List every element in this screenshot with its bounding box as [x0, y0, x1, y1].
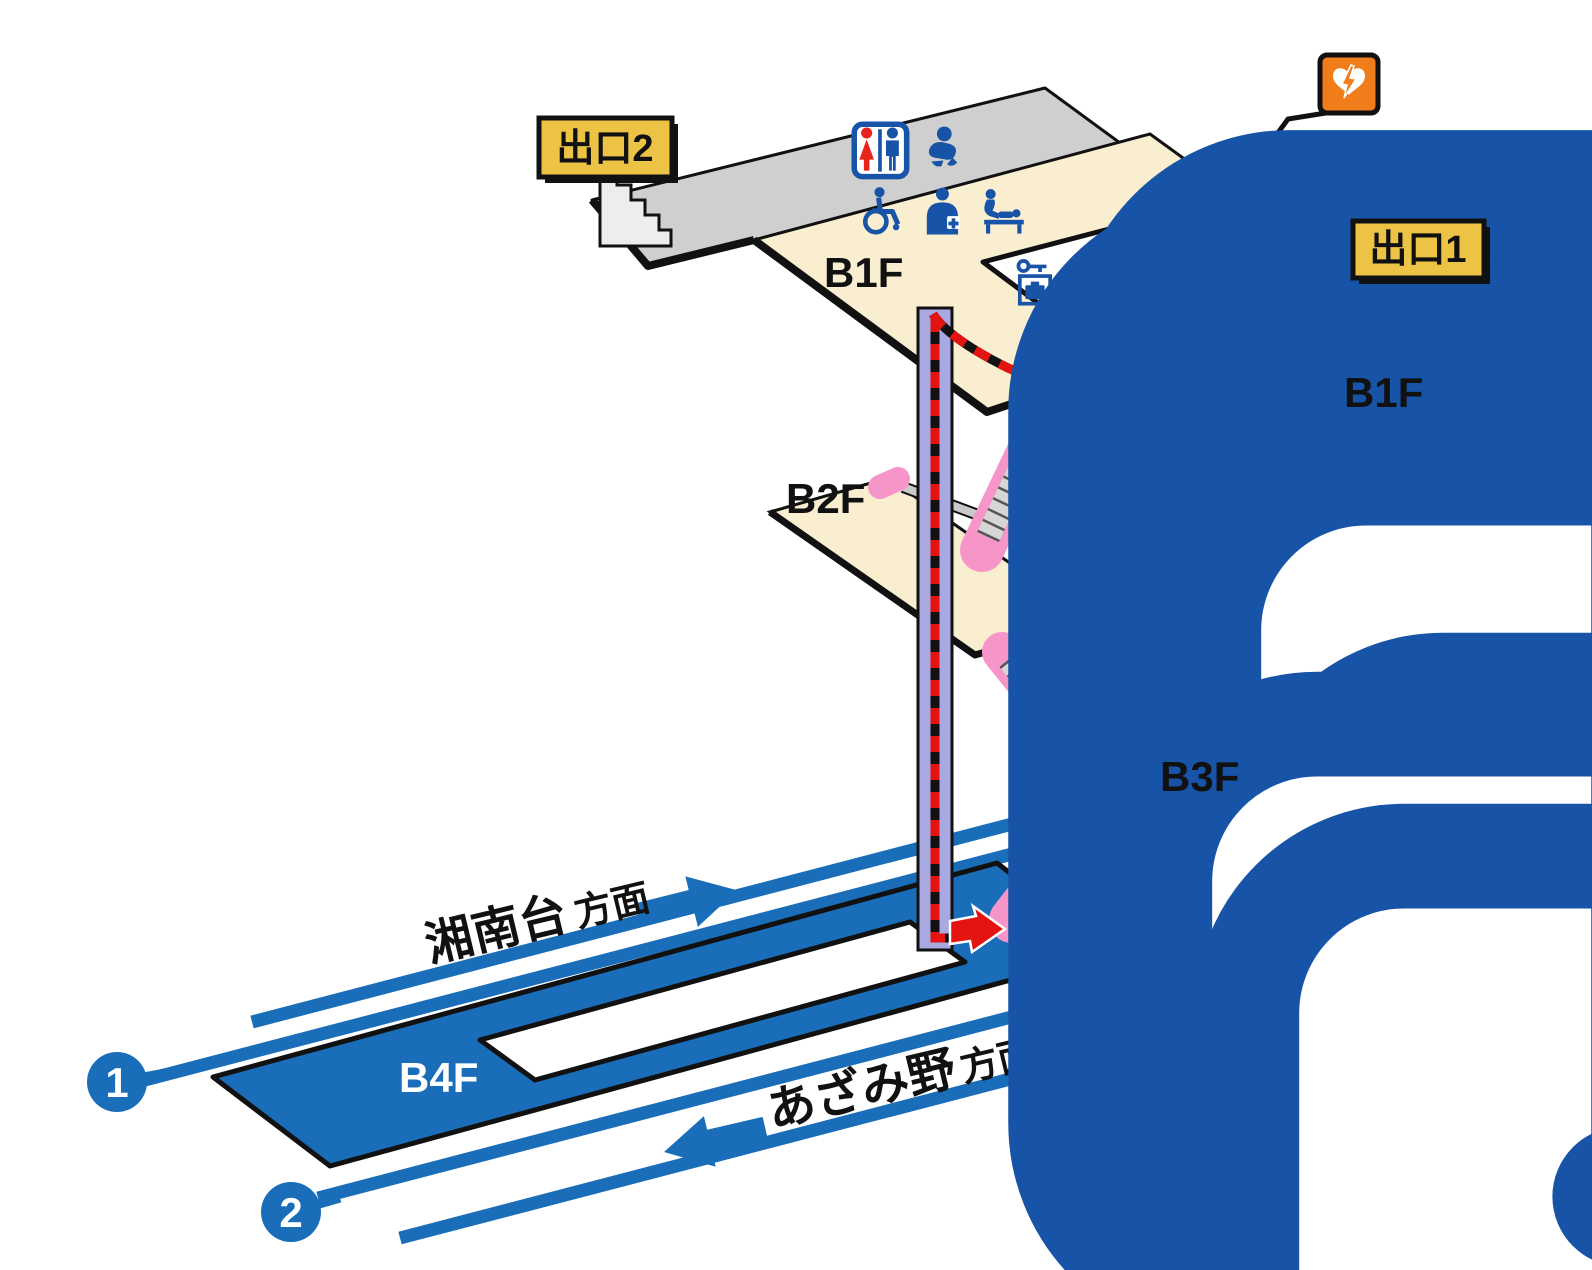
azamino-arrow-icon — [664, 1116, 769, 1167]
station-staff-icon — [1059, 332, 1592, 1270]
route-elevator-down — [930, 316, 1008, 955]
aed-icon — [1317, 52, 1381, 116]
b4f-platform — [210, 860, 1116, 1169]
stairs-exit2 — [598, 168, 673, 248]
route-arrow-platform — [948, 902, 1008, 955]
escalator-b4f-icon — [1247, 856, 1592, 1270]
platform-number-1-label: 1 — [105, 1059, 128, 1106]
shonandai-arrow-icon — [635, 876, 738, 927]
wheelchair-icon — [862, 187, 1592, 1270]
diaper-changing-icon — [984, 188, 1592, 1270]
handrail-end — [868, 467, 910, 499]
b4f-label: B4F — [399, 1054, 478, 1101]
b1f-label-right: B1F — [1344, 369, 1423, 416]
platform-opening — [477, 919, 968, 1083]
b2f-label: B2F — [786, 475, 865, 522]
exit1-sign-label: 出口1 — [1369, 229, 1466, 271]
platform-number-1: 1 — [87, 1052, 171, 1112]
exit1-sign: 出口1 — [1350, 218, 1490, 284]
b1f-label-left: B1F — [824, 249, 903, 296]
platform-number-2: 2 — [261, 1182, 342, 1242]
restroom-icon — [854, 124, 906, 176]
b3f-label: B3F — [1160, 753, 1239, 800]
exit2-sign-label: 出口2 — [556, 128, 653, 170]
accessible-toilet-icon — [926, 187, 1592, 1270]
platform-number-2-label: 2 — [279, 1189, 302, 1236]
baby-care-icon — [928, 126, 1592, 1226]
exit2-sign: 出口2 — [536, 115, 678, 183]
